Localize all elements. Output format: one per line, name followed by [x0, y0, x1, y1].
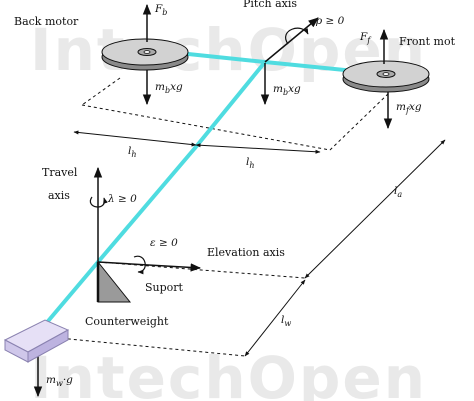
mwg-label: mw·g [46, 374, 73, 388]
lw-label: lw [281, 314, 291, 328]
lambda-label: λ ≥ 0 [107, 193, 137, 205]
travel-rotation-arc [89, 196, 108, 208]
support-label: Suport [145, 281, 184, 294]
front-motor-disk [342, 60, 430, 93]
elevation-axis-arrow [97, 261, 202, 272]
beam-structure [36, 48, 387, 335]
pitch-axis-label: Pitch axis [243, 0, 297, 10]
counterweight-block [3, 319, 70, 363]
elevation-rotation-arc [133, 255, 146, 275]
mbxg-left-label: mbxg [155, 81, 183, 95]
rotation-arcs [89, 27, 309, 275]
counterweight-label: Counterweight [85, 315, 169, 328]
lh-right-label: lh [246, 156, 255, 170]
front-motor-label: Front mot [399, 35, 456, 48]
mfxg-label: mfxg [396, 101, 422, 115]
rho-label: ρ ≥ 0 [315, 15, 345, 27]
force-arrows [33, 3, 393, 398]
la-label: la [394, 185, 402, 199]
la-dim [304, 139, 446, 279]
lw-dim [244, 279, 306, 357]
support-stand [96, 260, 132, 303]
dimension-lines [73, 130, 446, 357]
back-motor-disk [101, 38, 189, 71]
pitch-axis-arrow [264, 17, 319, 63]
watermark-text-bottom: IntechOpen [30, 344, 427, 401]
fb-label: Fb [154, 3, 167, 17]
ff-label: Ff [359, 31, 372, 45]
elevation-axis-label: Elevation axis [207, 246, 285, 259]
lh-right-dim [195, 143, 321, 154]
lh-left-dim [73, 130, 197, 147]
epsilon-label: ε ≥ 0 [150, 237, 178, 249]
pitch-rotation-arc [285, 27, 309, 45]
back-motor-label: Back motor [14, 15, 79, 28]
travel-axis-label-line1: Travel [42, 166, 78, 179]
travel-axis-label-line2: axis [48, 189, 70, 202]
lh-left-label: lh [128, 145, 137, 159]
mbxg-center-label: mbxg [273, 83, 301, 97]
